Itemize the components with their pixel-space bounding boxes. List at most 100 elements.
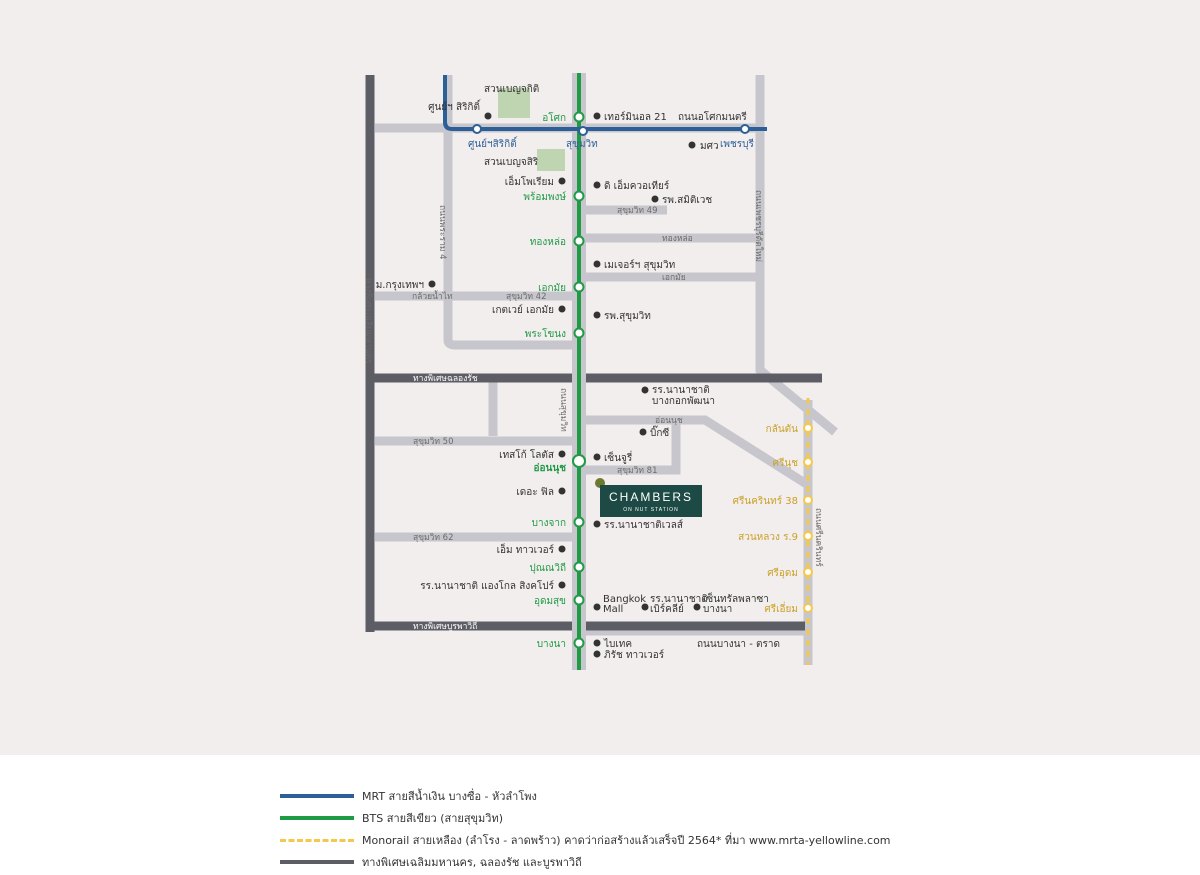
bts-station-label[interactable]: พระโขนง — [525, 327, 566, 340]
landmark-dot — [593, 181, 601, 189]
road-label: ถนนเพชรบุรีตัดใหม่ — [753, 190, 764, 262]
monorail-station-label[interactable]: ศรีนุช — [773, 457, 799, 469]
landmark-dot — [593, 260, 601, 268]
road-label: สุขุมวิท 81 — [617, 466, 658, 476]
legend-item-monorail: Monorail สายเหลือง (ลำโรง - ลาดพร้าว) คา… — [280, 829, 1080, 851]
bts-station-label[interactable]: บางนา — [537, 639, 566, 650]
landmark-dot — [593, 650, 601, 658]
monorail-station-marker[interactable] — [803, 603, 813, 613]
mrt-station-marker[interactable] — [578, 126, 588, 136]
landmark-dot — [651, 195, 659, 203]
monorail-station-label[interactable]: กลันตัน — [766, 424, 799, 435]
monorail-station-marker[interactable] — [803, 531, 813, 541]
bts-station-marker[interactable] — [572, 454, 586, 468]
landmark-label: เบิร์คลีย์ — [650, 603, 684, 615]
park-label: สวนเบญจสิริ — [484, 157, 539, 168]
landmark-dot — [558, 177, 566, 185]
bts-station-labels: อโศก พร้อมพงษ์ ทองหล่อ เอกมัย พระโขนง อ่… — [523, 111, 566, 650]
bts-station-marker[interactable] — [573, 637, 585, 649]
landmark-label: รร.นานาชาติ แองโกล สิงคโปร์ — [420, 579, 554, 592]
monorail-station-label[interactable]: ศรีเอี่ยม — [764, 601, 798, 615]
bts-station-marker[interactable] — [573, 516, 585, 528]
monorail-station-label[interactable]: ศรีนครินทร์ 38 — [733, 495, 798, 507]
landmark-label: รพ.สุขุมวิท — [604, 311, 651, 322]
area-map: CHAMBERS ON NUT STATION สวนเบญจกิติ สวนเ… — [363, 73, 838, 670]
landmark-dot — [639, 428, 647, 436]
monorail-station-label[interactable]: ศรีอุดม — [767, 567, 798, 579]
monorail-station-labels: กลันตัน ศรีนุช ศรีนครินทร์ 38 สวนหลวง ร.… — [733, 424, 799, 615]
bts-station-marker[interactable] — [573, 281, 585, 293]
road-label: สุขุมวิท 62 — [413, 533, 454, 543]
landmark-label: บางนา — [703, 604, 732, 615]
park-label: สวนเบญจกิติ — [484, 84, 539, 95]
landmark-label: รร.นานาชาติ — [652, 385, 710, 396]
monorail-station-marker[interactable] — [803, 457, 813, 467]
landmark-label: ม.กรุงเทพฯ — [376, 280, 424, 291]
legend: MRT สายสีน้ำเงิน บางซื่อ - หัวลำโพง BTS … — [280, 785, 1080, 873]
landmark-label: เซ็นทรัลพลาซา — [703, 591, 769, 605]
road-label: ทางพิเศษบูรพาวิถี — [413, 621, 477, 632]
landmark-dot — [593, 311, 601, 319]
bts-station-label[interactable]: เอกมัย — [538, 283, 566, 294]
landmark-label: บางกอกพัฒนา — [652, 396, 715, 407]
bts-station-marker[interactable] — [573, 235, 585, 247]
landmark-dot — [641, 386, 649, 394]
mrt-station-marker[interactable] — [472, 124, 482, 134]
road-label: เอกมัย — [662, 273, 686, 283]
bts-station-marker[interactable] — [573, 111, 585, 123]
legend-label: Monorail สายเหลือง (ลำโรง - ลาดพร้าว) คา… — [362, 834, 891, 847]
chambers-logo-box[interactable] — [600, 485, 702, 517]
landmark-label: ภิรัช ทาวเวอร์ — [604, 649, 665, 661]
bts-station-marker[interactable] — [573, 561, 585, 573]
monorail-station-label[interactable]: สวนหลวง ร.9 — [738, 532, 798, 543]
legend-label: MRT สายสีน้ำเงิน บางซื่อ - หัวลำโพง — [362, 790, 537, 803]
road-onnut — [585, 415, 811, 489]
mrt-station-marker[interactable] — [740, 124, 750, 134]
monorail-station-marker[interactable] — [803, 423, 813, 433]
bts-station-label[interactable]: บางจาก — [532, 518, 566, 529]
bts-station-label[interactable]: ปุณณวิถี — [529, 562, 566, 574]
landmark-label: รร.นานาชาติเวลส์ — [604, 519, 683, 531]
landmark-label: เอ็มโพเรียม — [505, 174, 554, 188]
bts-station-label[interactable]: อโศก — [542, 111, 566, 124]
road-label: ทางพิเศษเฉลิมมหานคร — [363, 278, 373, 364]
legend-swatch-monorail — [280, 838, 354, 842]
landmark-label: Mall — [603, 604, 623, 615]
landmark-label: มศว — [700, 141, 719, 152]
landmark-dot — [428, 280, 436, 288]
road-label: อ่อนนุช — [655, 416, 683, 426]
road-sukhumvit81 — [585, 420, 681, 475]
bts-station-marker[interactable] — [573, 327, 585, 339]
mrt-station-label[interactable]: ศูนย์ฯสิริกิติ์ — [468, 136, 518, 150]
landmark-dot — [558, 305, 566, 313]
landmark-dot — [593, 639, 601, 647]
monorail-station-marker[interactable] — [803, 495, 813, 505]
landmark-label: เอ็ม ทาวเวอร์ — [497, 542, 555, 556]
bts-station-marker[interactable] — [573, 190, 585, 202]
road-label: สุขุมวิท 42 — [506, 292, 547, 302]
road-label: กล้วยน้ำไท — [412, 290, 453, 302]
legend-swatch-expressway — [280, 860, 354, 864]
landmark-dot — [558, 487, 566, 495]
bts-station-marker[interactable] — [573, 594, 585, 606]
mrt-station-label[interactable]: สุขุมวิท — [566, 139, 598, 150]
landmark-label: ไบเทค — [603, 638, 632, 650]
legend-label: BTS สายสีเขียว (สายสุขุมวิท) — [362, 812, 504, 825]
legend-item-expressway: ทางพิเศษเฉลิมมหานคร, ฉลองรัช และบูรพาวิถ… — [280, 851, 1080, 873]
landmark-dot — [688, 141, 696, 149]
bts-station-label[interactable]: ทองหล่อ — [530, 237, 566, 248]
chambers-logo-tagline: ON NUT STATION — [623, 507, 678, 513]
bts-station-label[interactable]: อ่อนนุช — [534, 462, 567, 474]
landmark-label: Bangkok — [603, 594, 646, 605]
landmark-dots — [428, 112, 701, 658]
bts-station-label[interactable]: อุดมสุข — [534, 596, 566, 607]
roads — [375, 75, 838, 665]
monorail-station-markers — [803, 423, 813, 613]
monorail-station-marker[interactable] — [803, 567, 813, 577]
road-label: ถนนสุขุมวิท — [558, 388, 568, 432]
mrt-station-label[interactable]: เพชรบุรี — [720, 138, 755, 150]
landmark-label: รร.นานาชาติ — [650, 594, 708, 605]
bts-station-label[interactable]: พร้อมพงษ์ — [523, 191, 566, 203]
landmark-dot — [693, 603, 701, 611]
legend-item-mrt: MRT สายสีน้ำเงิน บางซื่อ - หัวลำโพง — [280, 785, 1080, 807]
